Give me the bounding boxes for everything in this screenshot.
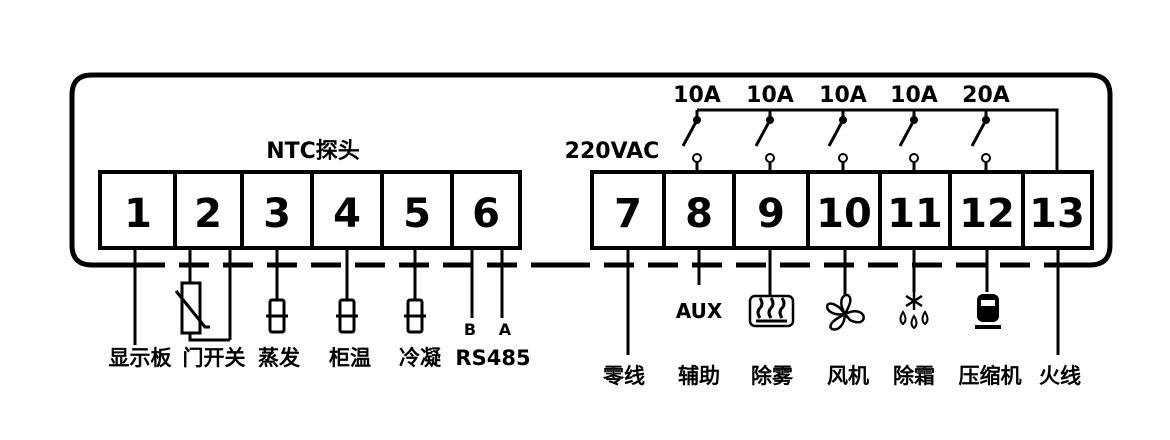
label-display-board: 显示板: [109, 346, 173, 370]
terminal-8-number: 8: [685, 191, 713, 237]
relay-common-bus: [697, 108, 1059, 172]
relay-contact-9: [754, 110, 775, 172]
sensor-probe-icon: [336, 248, 358, 334]
compressor-icon: [975, 248, 1001, 329]
terminal-6-number: 6: [472, 191, 500, 237]
label-evaporator: 蒸发: [258, 346, 301, 370]
label-demist: 除雾: [751, 364, 794, 388]
relay-contact-11: [898, 110, 919, 172]
heater-icon: [748, 248, 795, 328]
terminal-block-left: [98, 170, 522, 250]
fan-icon: [825, 248, 865, 331]
terminal-9-number: 9: [757, 191, 785, 237]
rs485-b-label: B: [464, 320, 476, 339]
label-cabinet-temp: 柜温: [329, 346, 371, 370]
rs485-a-label: A: [499, 320, 512, 339]
aux-icon-text: AUX: [676, 299, 723, 323]
terminal-4-number: 4: [333, 191, 361, 237]
thermistor-symbol: [174, 248, 232, 342]
relay-8-rating: 10A: [673, 83, 721, 108]
terminal-block-right: [590, 170, 1094, 250]
terminal-3-number: 3: [263, 191, 291, 237]
terminal-13-number: 13: [1029, 191, 1085, 237]
label-defrost: 除霜: [893, 364, 935, 388]
terminal-7-number: 7: [614, 191, 642, 237]
label-rs485: RS485: [455, 346, 530, 370]
power-220vac-label: 220VAC: [565, 139, 660, 164]
relay-contact-8: [681, 110, 702, 172]
device-housing: [69, 72, 1113, 268]
relay-11-rating: 10A: [890, 83, 938, 108]
sensor-probe-icon: [266, 248, 288, 334]
label-live: 火线: [1039, 364, 1081, 388]
terminal-11-number: 11: [887, 191, 943, 237]
terminal-12-number: 12: [959, 191, 1015, 237]
terminal-5-number: 5: [403, 191, 431, 237]
sensor-probe-icon: [404, 248, 426, 334]
label-compressor: 压缩机: [959, 364, 1022, 388]
label-neutral: 零线: [602, 364, 645, 388]
label-fan: 风机: [827, 364, 869, 388]
ntc-probe-label: NTC探头: [266, 138, 360, 164]
label-door-switch: 门开关: [183, 346, 246, 370]
relay-9-rating: 10A: [746, 83, 794, 108]
relay-12-rating: 20A: [962, 83, 1010, 108]
label-auxiliary: 辅助: [678, 364, 720, 388]
relay-contact-10: [827, 110, 848, 172]
snowflake-defrost-icon: [899, 248, 929, 330]
terminal-2-number: 2: [194, 191, 222, 237]
relay-10-rating: 10A: [819, 83, 867, 108]
label-condenser: 冷凝: [399, 346, 442, 370]
relay-contact-12: [970, 110, 991, 172]
terminal-1-number: 1: [124, 191, 152, 237]
terminal-10-number: 10: [816, 191, 872, 237]
